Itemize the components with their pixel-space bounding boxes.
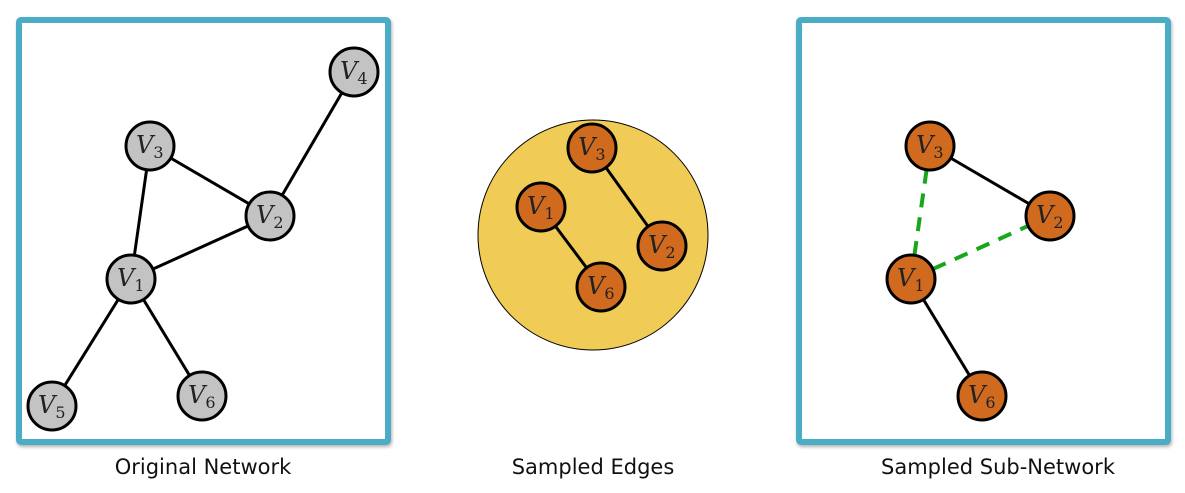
node-circle	[244, 190, 296, 242]
edge-v2-v4	[268, 71, 356, 217]
sampled-edges-pool	[477, 119, 709, 351]
node-label: V6	[587, 272, 615, 303]
node-v4: V4	[328, 46, 380, 98]
caption-sampled-edges: Sampled Edges	[512, 455, 675, 479]
node-label: V3	[916, 131, 944, 162]
node-v6: V6	[956, 370, 1008, 422]
node-v2: V2	[244, 190, 296, 242]
node-circle	[26, 380, 78, 432]
node-label: V6	[188, 381, 216, 412]
caption-original-network: Original Network	[115, 455, 292, 479]
node-label: V2	[648, 231, 676, 262]
node-circle	[956, 370, 1008, 422]
node-label: V6	[968, 381, 996, 412]
node-circle	[1024, 190, 1076, 242]
node-circle	[328, 46, 380, 98]
node-label: V3	[578, 133, 606, 164]
node-v1: V1	[515, 181, 567, 233]
node-v3: V3	[124, 120, 176, 172]
node-v3: V3	[904, 120, 956, 172]
node-circle	[105, 253, 157, 305]
node-label: V4	[340, 57, 368, 88]
node-v1: V1	[105, 253, 157, 305]
node-circle	[566, 122, 618, 174]
node-label: V2	[1036, 201, 1064, 232]
node-v1: V1	[885, 253, 937, 305]
original-network-frame	[16, 17, 391, 445]
node-label: V3	[136, 131, 164, 162]
node-v6: V6	[575, 261, 627, 313]
node-circle	[636, 220, 688, 272]
node-circle	[885, 253, 937, 305]
node-v2: V2	[636, 220, 688, 272]
node-v3: V3	[566, 122, 618, 174]
node-label: V1	[897, 264, 925, 295]
node-circle	[176, 370, 228, 422]
node-label: V1	[117, 264, 145, 295]
node-label: V2	[256, 201, 284, 232]
node-v5: V5	[26, 380, 78, 432]
node-circle	[575, 261, 627, 313]
node-circle	[124, 120, 176, 172]
node-v2: V2	[1024, 190, 1076, 242]
node-label: V1	[527, 192, 555, 223]
node-v6: V6	[176, 370, 228, 422]
node-label: V5	[38, 391, 66, 422]
node-circle	[904, 120, 956, 172]
caption-sampled-sub-network: Sampled Sub-Network	[881, 455, 1116, 479]
sub-network-frame	[796, 17, 1171, 445]
node-circle	[515, 181, 567, 233]
